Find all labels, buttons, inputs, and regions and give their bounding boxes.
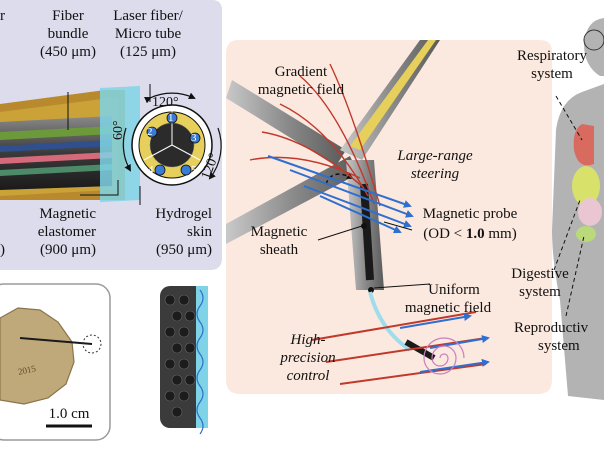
uniform-field-line2: magnetic field xyxy=(404,300,492,316)
high-precision-line1: High- xyxy=(290,332,326,348)
fiber-label-fragment: r xyxy=(0,8,5,24)
body-leaders xyxy=(553,95,585,317)
probe-tip xyxy=(404,339,436,361)
structure-leaders xyxy=(67,84,151,205)
gradient-field-lines xyxy=(249,63,381,207)
section-strip xyxy=(160,286,208,435)
body-panel xyxy=(552,18,604,400)
magnetic-sheath-line1: Magnetic xyxy=(250,224,308,240)
reproductive-line2: system xyxy=(538,338,580,354)
spiral-trajectory xyxy=(423,337,465,375)
field-arrows xyxy=(267,155,414,234)
channel-number-5: 5 xyxy=(191,164,197,176)
large-range-line2: steering xyxy=(410,166,460,182)
pelvic-organ xyxy=(576,226,596,242)
probe-od-prefix: (OD < xyxy=(423,226,466,242)
uniform-field-lines xyxy=(311,311,490,385)
probe-on-coin xyxy=(19,337,93,345)
gradient-field-line1: Gradient xyxy=(274,64,328,80)
intestine xyxy=(578,198,602,226)
probe-cylinder xyxy=(0,86,140,202)
magnetic-probe-line2: (OD < 1.0 mm) xyxy=(404,226,536,243)
laser-fiber-line1: Laser fiber/ xyxy=(113,8,183,24)
channel-number-1: 1 xyxy=(168,112,174,124)
large-range-line1: Large-range xyxy=(397,148,473,164)
digestive-line2: system xyxy=(519,284,561,300)
channel-number-2: 2 xyxy=(147,126,153,138)
fiber-bundle-line2: bundle xyxy=(47,26,89,42)
steer-arrow xyxy=(325,172,354,185)
respiratory-line2: system xyxy=(531,66,573,82)
scale-bar-label: 1.0 cm xyxy=(48,406,90,422)
hydrogel-skin-line2: skin xyxy=(186,224,212,240)
digestive-line1: Digestive xyxy=(511,266,569,282)
laser-fiber-size: (125 μm) xyxy=(120,44,176,60)
respiratory-line1: Respiratory xyxy=(517,48,587,64)
left-size-fragment: ) xyxy=(0,242,5,258)
sheath-point xyxy=(361,223,367,229)
laser-fiber-line2: Micro tube xyxy=(114,26,182,42)
uniform-field-line1: Uniform xyxy=(428,282,480,298)
angle-top: 120° xyxy=(152,95,179,110)
magnetic-sheath-line2: sheath xyxy=(259,242,299,258)
magnetic-elastomer-line2: elastomer xyxy=(37,224,96,240)
angle-left: 60° xyxy=(111,120,126,140)
flexible-probe xyxy=(368,291,412,352)
probe-point xyxy=(368,287,374,293)
channel-number-3: 3 xyxy=(191,132,197,144)
hydrogel-skin-line1: Hydrogel xyxy=(155,206,212,222)
reproductive-line1: Reproductiv xyxy=(514,320,589,336)
magnetic-elastomer-size: (900 μm) xyxy=(40,242,96,258)
magnetic-elastomer-line1: Magnetic xyxy=(39,206,96,222)
strip-holes xyxy=(164,294,196,418)
cross-section xyxy=(122,92,222,186)
photo-panel xyxy=(0,283,111,441)
fiber-bundle-line1: Fiber xyxy=(52,8,84,24)
fiber-bundle-size: (450 μm) xyxy=(40,44,96,60)
brain-icon xyxy=(583,29,604,51)
probe-structure-panel xyxy=(0,0,222,270)
hydrogel-skin-size: (950 μm) xyxy=(156,242,212,258)
human-silhouette xyxy=(552,18,604,400)
channel-number-4: 4 xyxy=(148,164,154,176)
probe-od-value: 1.0 xyxy=(465,226,485,242)
high-precision-line3: control xyxy=(286,368,330,384)
coin xyxy=(0,307,75,405)
digestive-organs xyxy=(572,166,600,206)
tip-highlight xyxy=(82,334,102,354)
steering-panel xyxy=(226,40,552,394)
sheath xyxy=(360,183,374,281)
probe-od-suffix: mm) xyxy=(484,226,517,242)
gradient-field-line2: magnetic field xyxy=(257,82,345,98)
steering-leaders xyxy=(317,221,431,289)
high-precision-line2: precision xyxy=(280,350,336,366)
magnetic-probe-line1: Magnetic probe xyxy=(422,206,518,222)
